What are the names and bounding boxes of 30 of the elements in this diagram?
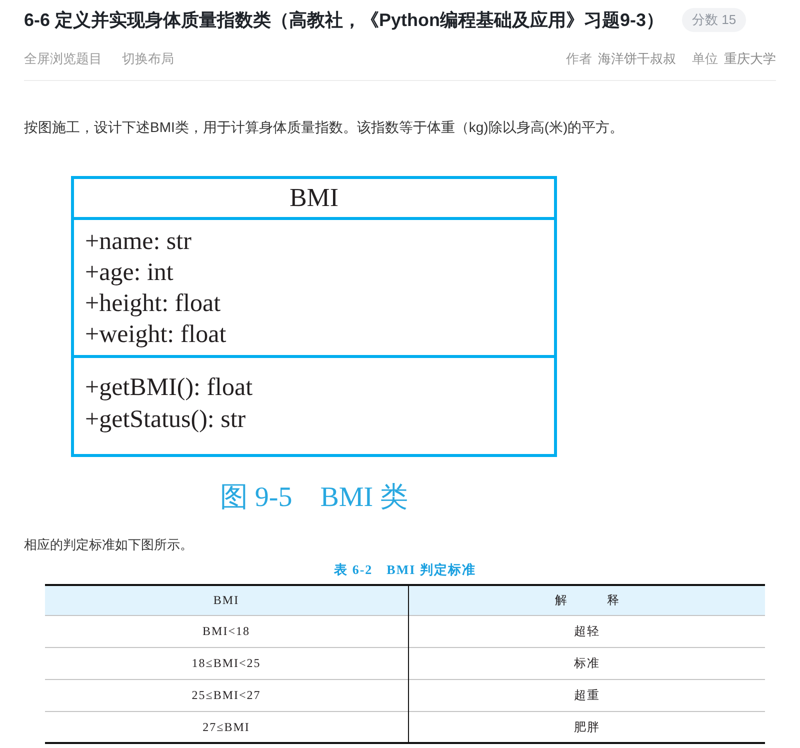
instruction-text: 按图施工，设计下述BMI类，用于计算身体质量指数。该指数等于体重（kg)除以身高(米)的平方。 xyxy=(24,118,624,137)
table-cell: 肥胖 xyxy=(408,711,765,743)
unit-label: 单位 xyxy=(692,50,718,68)
fullscreen-link: 全屏浏览题目 xyxy=(24,50,102,68)
table-cell: 标准 xyxy=(408,647,765,679)
uml-class-box xyxy=(71,176,557,457)
criteria-intro-text: 相应的判定标准如下图所示。 xyxy=(24,536,193,554)
page-title: 6-6 定义并实现身体质量指数类（高教社，《Python编程基础及应用》习题9-3） xyxy=(24,9,664,32)
score-badge: 分数 15 xyxy=(682,8,746,32)
attribute-text: +weight: float xyxy=(85,320,226,350)
attribute-text: +age: int xyxy=(85,258,174,288)
class-name: BMI xyxy=(289,183,339,213)
attribute-text: +height: float xyxy=(85,288,221,318)
method-text: +getStatus(): str xyxy=(85,405,246,435)
table-cell: BMI<18 xyxy=(45,615,408,647)
table-cell: 27≤BMI xyxy=(45,711,408,743)
author-label: 作者 xyxy=(566,50,592,68)
table-cell: 18≤BMI<25 xyxy=(45,647,408,679)
unit-name: 重庆大学 xyxy=(724,50,776,68)
table-cell: 超重 xyxy=(408,679,765,711)
author-name: 海洋饼干叔叔 xyxy=(598,50,676,68)
header-cell: 解释 xyxy=(408,585,765,615)
table-cell: 25≤BMI<27 xyxy=(45,679,408,711)
method-text: +getBMI(): float xyxy=(85,373,253,403)
attribute-text: +name: str xyxy=(85,226,192,256)
figure-caption: 图 9-5 BMI 类 xyxy=(220,481,408,515)
table-caption: 表 6-2 BMI 判定标准 xyxy=(334,561,476,579)
layout-switch-link: 切换布局 xyxy=(122,50,174,68)
table-cell: 超轻 xyxy=(408,615,765,647)
header-cell: BMI xyxy=(45,585,408,615)
